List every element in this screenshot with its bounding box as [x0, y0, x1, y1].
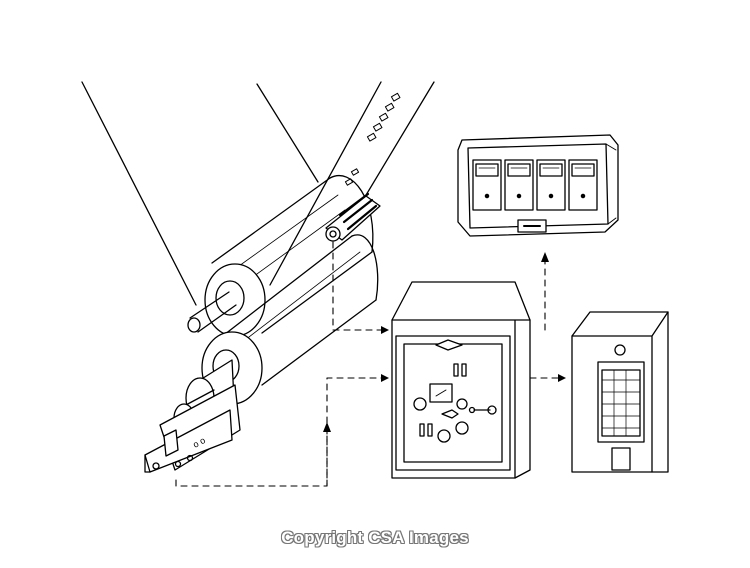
meter-modules — [472, 159, 598, 211]
display-unit — [457, 134, 619, 237]
control-cabinet — [391, 281, 531, 479]
dashed-connectors — [175, 241, 559, 487]
strip-perforations — [344, 92, 401, 186]
copyright-watermark: Copyright CSA Images — [281, 528, 469, 547]
arrowheads — [323, 252, 566, 432]
upper-roller — [187, 175, 374, 337]
recorder-unit — [571, 311, 669, 473]
panel-controls — [413, 363, 497, 443]
shaft-pickup: o o — [144, 359, 241, 473]
web-sheet — [81, 81, 435, 306]
sensor-head — [325, 192, 381, 242]
connector-sensor-to-cabinet — [332, 241, 383, 331]
